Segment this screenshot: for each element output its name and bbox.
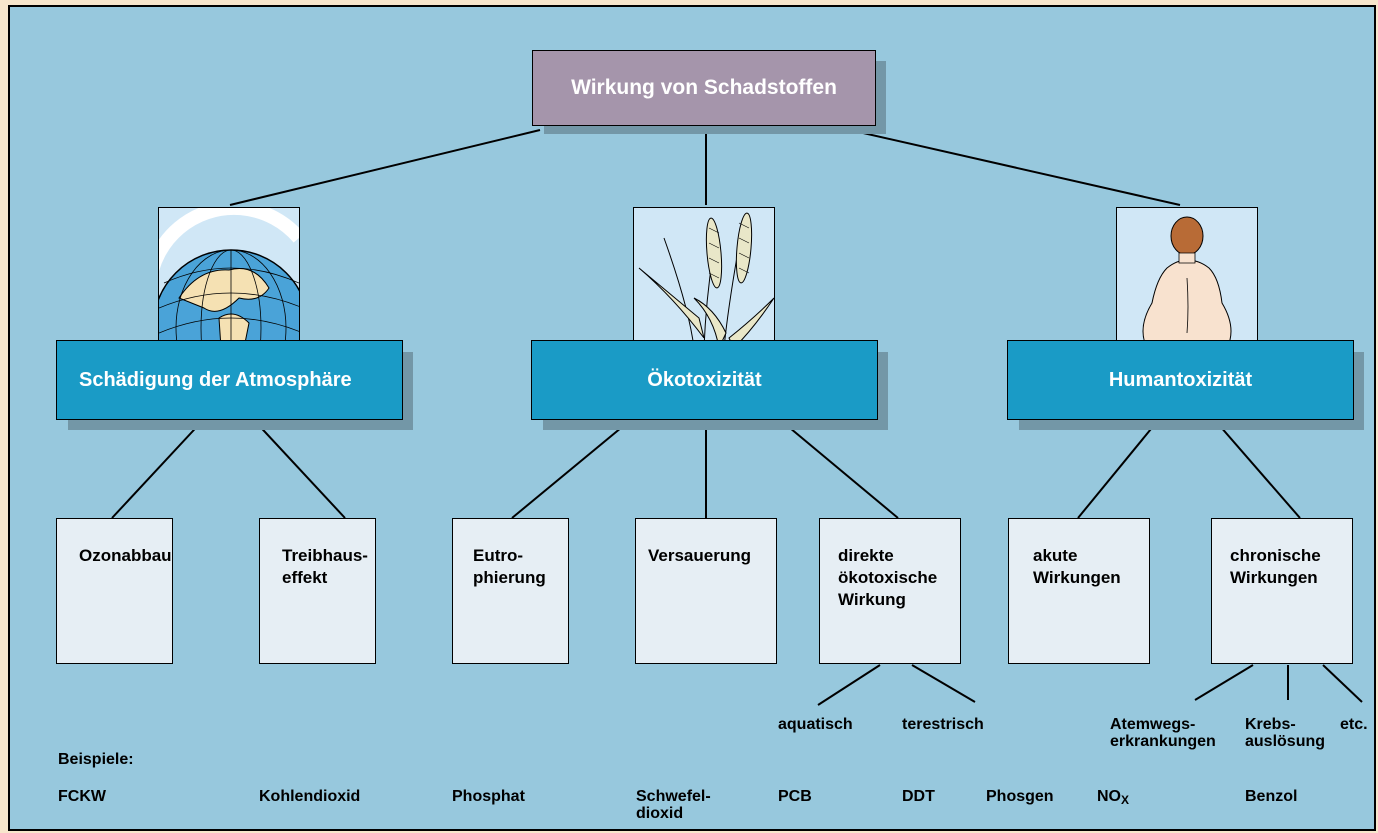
effect-acidification: Versauerung xyxy=(635,518,777,664)
sub-effect-cancer: Krebs- auslösung xyxy=(1245,716,1326,750)
category-ecotoxicity: Ökotoxizität xyxy=(531,340,878,420)
sub-effect-respiratory: Atemwegs- erkrankungen xyxy=(1110,716,1216,750)
example-item-nox: NOX xyxy=(1097,788,1129,809)
example-item: Phosgen xyxy=(986,788,1054,805)
example-item: Kohlendioxid xyxy=(259,788,361,805)
effect-chronic: chronische Wirkungen xyxy=(1211,518,1353,664)
human-figure-icon xyxy=(1116,207,1258,349)
effect-ozone-depletion: Ozonabbau xyxy=(56,518,173,664)
sub-effect-terrestrial: terestrisch xyxy=(902,716,984,733)
example-item: DDT xyxy=(902,788,935,805)
category-human-toxicity: Humantoxizität xyxy=(1007,340,1354,420)
effect-greenhouse: Treibhaus- effekt xyxy=(259,518,376,664)
globe-icon xyxy=(158,207,300,349)
effect-direct-ecotoxic: direkte ökotoxische Wirkung xyxy=(819,518,961,664)
nox-subscript: X xyxy=(1121,793,1130,807)
category-atmosphere: Schädigung der Atmosphäre xyxy=(56,340,403,420)
example-item: Schwefel- dioxid xyxy=(636,788,711,822)
example-item: Phosphat xyxy=(452,788,525,805)
effect-acute: akute Wirkungen xyxy=(1008,518,1150,664)
example-item: FCKW xyxy=(58,788,106,805)
example-item: Benzol xyxy=(1245,788,1298,805)
effect-eutrophication: Eutro- phierung xyxy=(452,518,569,664)
sub-effect-aquatic: aquatisch xyxy=(778,716,853,733)
nox-text: NO xyxy=(1097,788,1121,805)
sub-effect-etc: etc. xyxy=(1340,716,1368,733)
examples-heading: Beispiele: xyxy=(58,751,134,768)
example-item: PCB xyxy=(778,788,812,805)
root-node: Wirkung von Schadstoffen xyxy=(532,50,876,126)
wheat-icon xyxy=(633,207,775,349)
